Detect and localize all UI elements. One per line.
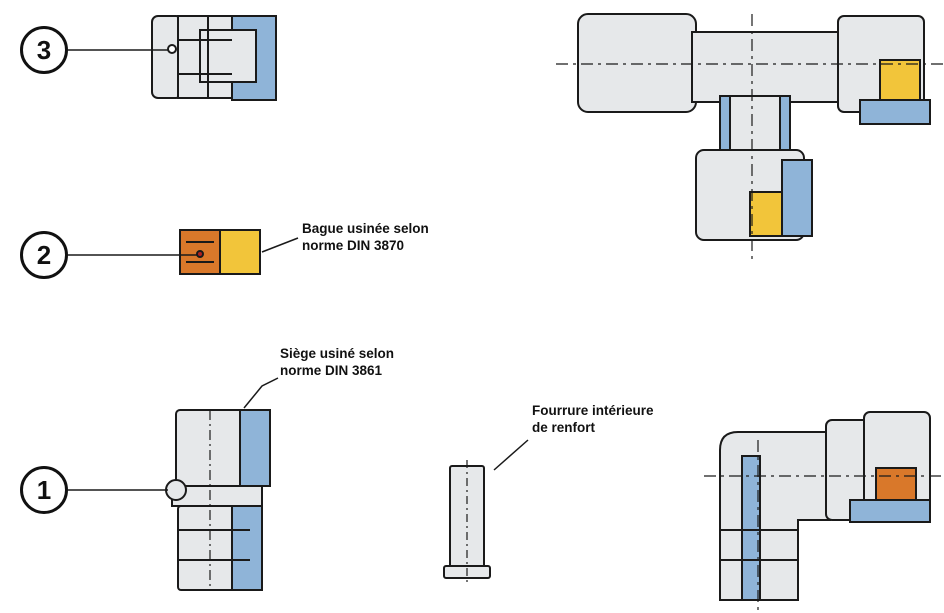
fitting-body-part: [165, 409, 271, 591]
seat-note-line1: Siège usiné selon: [280, 346, 395, 361]
union-nut-part: [151, 15, 277, 101]
sleeve-note: Fourrure intérieure de renfort: [532, 402, 654, 436]
leader-seat-label: [243, 377, 279, 409]
ring-note-line2: norme DIN 3870: [302, 238, 405, 253]
leader-sleeve-label: [493, 439, 529, 471]
ring-note: Bague usinée selon norme DIN 3870: [302, 220, 429, 254]
sleeve-note-line2: de renfort: [532, 420, 596, 435]
elbow-fitting-assembly: [704, 411, 944, 610]
callout-number-3: 3: [20, 26, 68, 74]
sleeve-note-line1: Fourrure intérieure: [532, 403, 654, 418]
tee-fitting-assembly: [556, 13, 944, 262]
reinforcing-sleeve-part: [443, 460, 491, 584]
leader-ring-label: [261, 237, 299, 253]
callout-number-1: 1: [20, 466, 68, 514]
seat-note: Siège usiné selon norme DIN 3861: [280, 345, 394, 379]
cutting-ring-part: [179, 229, 261, 275]
seat-note-line2: norme DIN 3861: [280, 363, 383, 378]
ring-note-line1: Bague usinée selon: [302, 221, 429, 236]
callout-number-2: 2: [20, 231, 68, 279]
